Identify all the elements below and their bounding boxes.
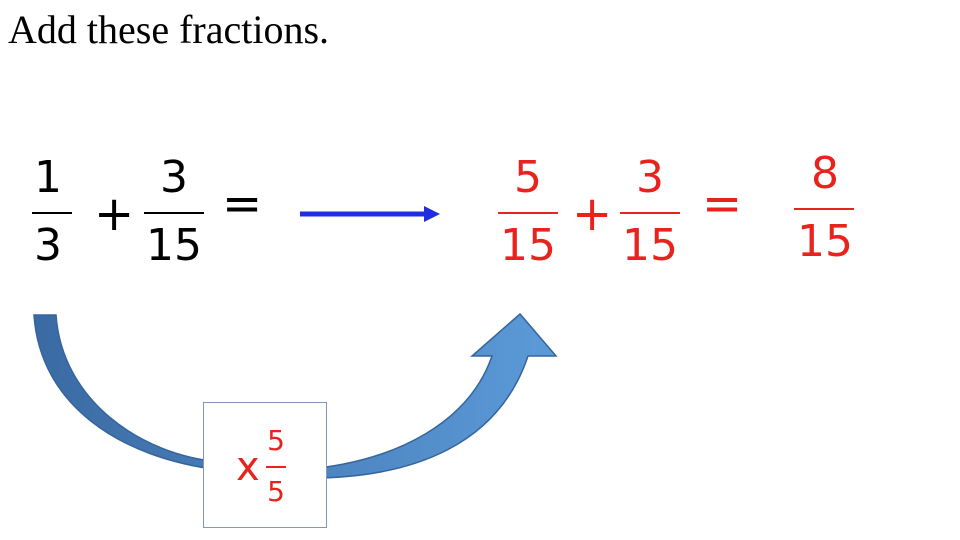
equals-sign: =	[702, 176, 743, 232]
solution-fraction-2: 3 15	[606, 150, 694, 280]
multiplier-fraction: 5 5	[264, 423, 288, 513]
numerator: 5	[267, 424, 285, 457]
fraction-bar	[266, 466, 286, 468]
curved-arrow-icon	[33, 312, 558, 479]
solution-fraction-1: 5 15	[484, 150, 572, 280]
plus-sign: +	[94, 186, 135, 242]
result-fraction: 8 15	[780, 146, 870, 276]
problem-fraction-2: 3 15	[130, 150, 218, 280]
denominator: 15	[146, 220, 202, 271]
fraction-bar	[144, 212, 204, 214]
numerator: 3	[636, 152, 664, 203]
problem-fraction-1: 1 3	[8, 150, 88, 280]
multiplier-box: x 5 5	[203, 402, 327, 528]
fraction-bar	[32, 212, 72, 214]
page-title: Add these fractions.	[8, 7, 330, 52]
fraction-bar	[794, 208, 854, 210]
fraction-bar	[620, 212, 680, 214]
equals-sign: =	[222, 176, 263, 232]
denominator: 15	[797, 216, 853, 267]
denominator: 15	[500, 220, 556, 271]
denominator: 5	[267, 475, 285, 508]
fraction-bar	[498, 212, 558, 214]
numerator: 3	[160, 152, 188, 203]
right-arrow-icon	[300, 206, 440, 222]
denominator: 15	[622, 220, 678, 271]
numerator: 8	[811, 148, 839, 199]
numerator: 5	[514, 152, 542, 203]
denominator: 3	[34, 220, 62, 271]
plus-sign: +	[572, 186, 613, 242]
numerator: 1	[34, 152, 62, 203]
times-symbol: x	[236, 444, 260, 490]
